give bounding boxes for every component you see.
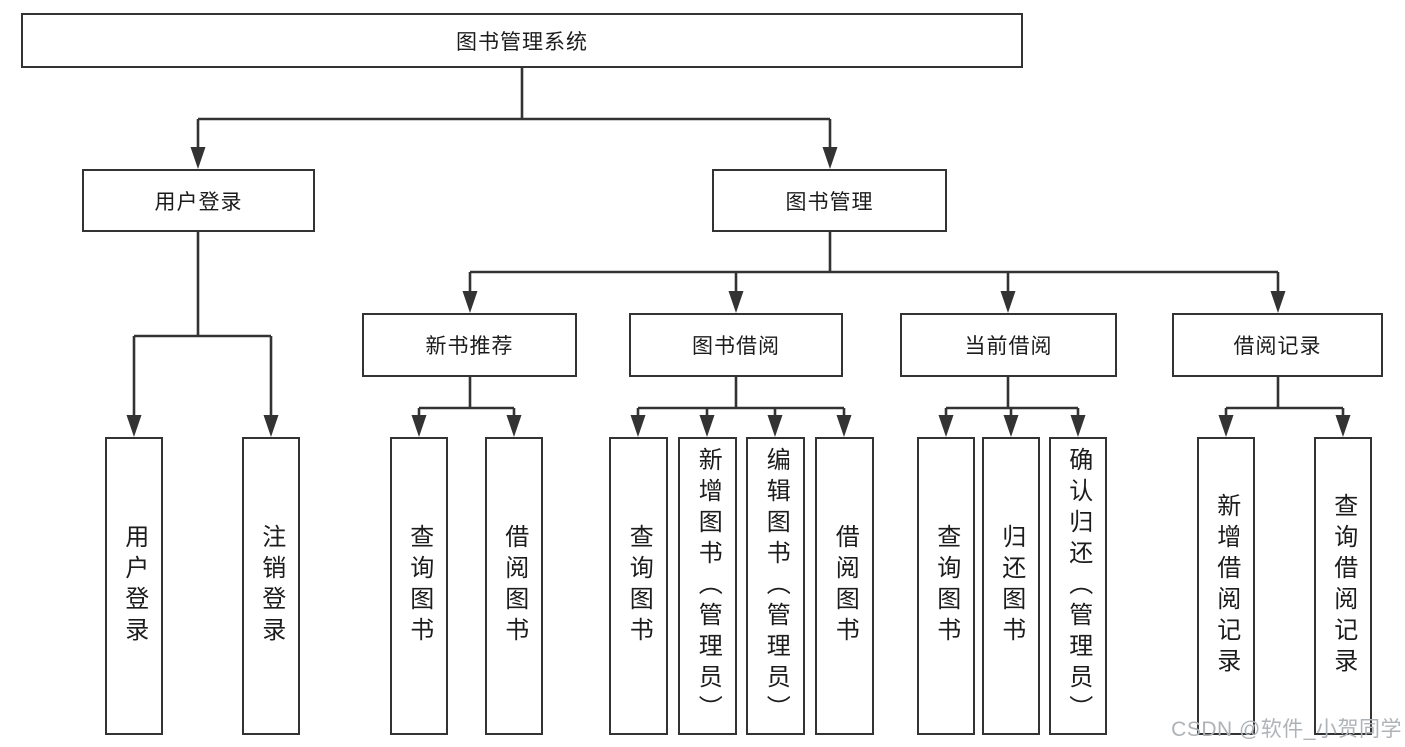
node-user-login: 用户登录	[82, 169, 315, 232]
node-current-borrow: 当前借阅	[900, 313, 1117, 377]
leaf-current-confirm-return-admin-label: 确认归还（管理员）	[1064, 446, 1092, 726]
leaf-borrow-edit-books-admin-label: 编辑图书（管理员）	[762, 446, 790, 726]
node-borrow-records: 借阅记录	[1172, 313, 1383, 377]
leaf-current-return-books-label: 归还图书	[997, 524, 1025, 648]
leaf-logout-login: 注销登录	[242, 437, 300, 735]
leaf-records-add-record: 新增借阅记录	[1197, 437, 1255, 735]
leaf-current-query-books: 查询图书	[917, 437, 975, 735]
leaf-current-return-books: 归还图书	[982, 437, 1040, 735]
leaf-user-login-label: 用户登录	[120, 524, 148, 648]
leaf-borrow-add-books-admin-label: 新增图书（管理员）	[694, 446, 722, 726]
leaf-current-query-books-label: 查询图书	[932, 524, 960, 648]
leaf-newbook-query-books-label: 查询图书	[405, 524, 433, 648]
node-root-label: 图书管理系统	[456, 30, 588, 54]
watermark: CSDN @软件_小贺同学	[1171, 718, 1402, 741]
leaf-borrow-query-books: 查询图书	[609, 437, 668, 735]
node-book-management: 图书管理	[712, 169, 947, 232]
leaf-records-add-record-label: 新增借阅记录	[1212, 493, 1240, 679]
node-book-borrow: 图书借阅	[629, 313, 843, 377]
node-book-management-label: 图书管理	[785, 190, 874, 214]
leaf-user-login: 用户登录	[105, 437, 163, 735]
leaf-borrow-borrow-books-label: 借阅图书	[831, 524, 859, 648]
leaf-records-query-record-label: 查询借阅记录	[1329, 493, 1357, 679]
leaf-current-confirm-return-admin: 确认归还（管理员）	[1049, 437, 1107, 735]
leaf-newbook-borrow-books: 借阅图书	[485, 437, 543, 735]
node-borrow-records-label: 借阅记录	[1233, 335, 1322, 358]
node-new-book-recommend: 新书推荐	[362, 313, 577, 377]
node-new-book-recommend-label: 新书推荐	[425, 335, 514, 358]
leaf-newbook-query-books: 查询图书	[390, 437, 448, 735]
leaf-newbook-borrow-books-label: 借阅图书	[500, 524, 528, 648]
node-current-borrow-label: 当前借阅	[964, 335, 1053, 358]
leaf-borrow-query-books-label: 查询图书	[625, 524, 653, 648]
leaf-borrow-add-books-admin: 新增图书（管理员）	[678, 437, 737, 735]
leaf-records-query-record: 查询借阅记录	[1314, 437, 1372, 735]
node-root: 图书管理系统	[21, 13, 1023, 68]
leaf-borrow-borrow-books: 借阅图书	[815, 437, 874, 735]
node-user-login-label: 用户登录	[154, 190, 243, 214]
leaf-logout-login-label: 注销登录	[257, 524, 285, 648]
leaf-borrow-edit-books-admin: 编辑图书（管理员）	[746, 437, 805, 735]
node-book-borrow-label: 图书借阅	[692, 335, 780, 358]
